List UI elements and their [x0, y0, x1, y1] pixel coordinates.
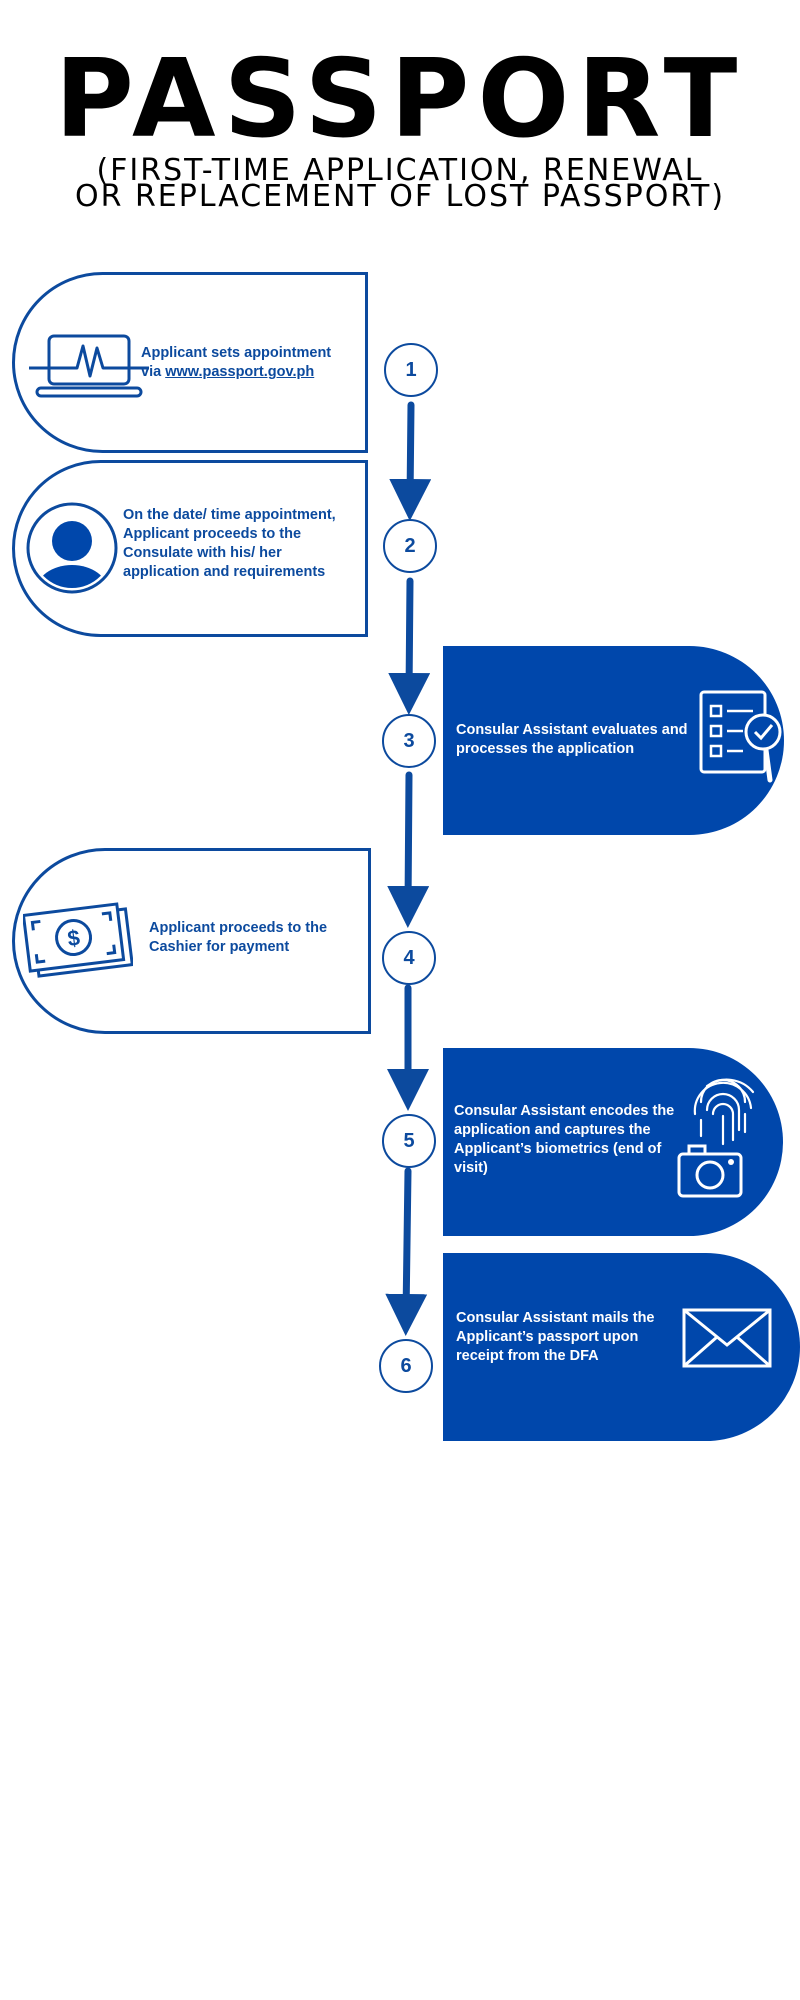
step-1-text-prefix: via — [141, 364, 166, 380]
checklist-magnifier-icon — [699, 690, 782, 783]
connector-arrow-2-3 — [388, 577, 431, 715]
person-avatar-icon — [26, 502, 118, 594]
passport-website-link[interactable]: www.passport.gov.ph — [165, 364, 315, 380]
step-6-number: 6 — [379, 1339, 433, 1393]
cash-bill-icon: $ — [23, 902, 133, 978]
subtitle-line-1: (FIRST-TIME APPLICATION, RENEWAL — [96, 153, 704, 188]
step-2-card: On the date/ time appointment, Applicant… — [12, 460, 368, 637]
step-3-text: Consular Assistant evaluates and process… — [456, 722, 688, 757]
page-title: PASSPORT — [54, 37, 746, 162]
step-4-number: 4 — [382, 931, 436, 985]
step-6-text: Consular Assistant mails the Applicant’s… — [456, 1310, 655, 1364]
step-1-number: 1 — [384, 343, 438, 397]
step-3-number: 3 — [382, 714, 436, 768]
step-1-text: Applicant sets appointment via www.passp… — [141, 344, 361, 382]
laptop-heartbeat-icon — [29, 334, 149, 398]
connector-arrow-1-2 — [389, 401, 432, 521]
step-2-number: 2 — [383, 519, 437, 573]
step-5-card: Consular Assistant encodes the applicati… — [443, 1048, 783, 1236]
envelope-icon — [682, 1308, 772, 1368]
svg-text:$: $ — [66, 925, 81, 951]
step-3-card: Consular Assistant evaluates and process… — [443, 646, 784, 835]
page-subtitle: (FIRST-TIME APPLICATION, RENEWAL OR REPL… — [0, 153, 800, 214]
step-2-text: On the date/ time appointment, Applicant… — [123, 507, 336, 580]
step-1-text-line1: Applicant sets appointment — [141, 345, 332, 361]
step-5-number: 5 — [382, 1114, 436, 1168]
connector-arrow-5-6 — [385, 1167, 428, 1336]
step-6-card: Consular Assistant mails the Applicant’s… — [443, 1253, 800, 1441]
step-4-card: $ Applicant proceeds to the Cashier for … — [12, 848, 371, 1034]
step-4-text: Applicant proceeds to the Cashier for pa… — [149, 920, 328, 955]
step-5-text: Consular Assistant encodes the applicati… — [454, 1103, 675, 1176]
subtitle-line-2: OR REPLACEMENT OF LOST PASSPORT) — [74, 179, 726, 214]
connector-arrow-3-4 — [387, 771, 430, 928]
fingerprint-camera-icon — [677, 1078, 755, 1198]
step-1-card: Applicant sets appointment via www.passp… — [12, 272, 368, 453]
